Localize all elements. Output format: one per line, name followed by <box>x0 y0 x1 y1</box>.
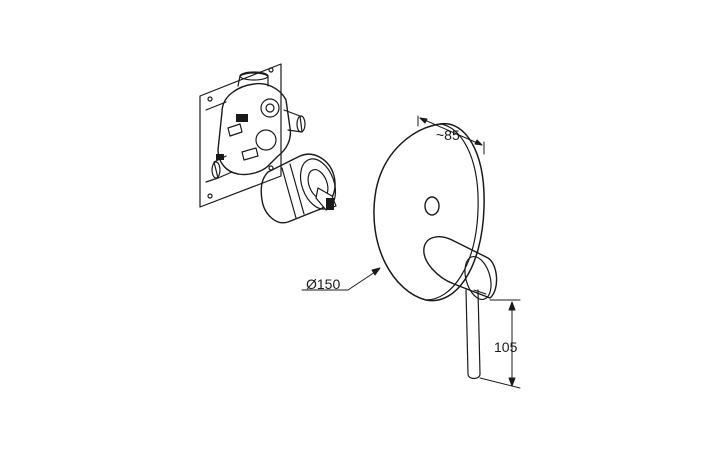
plate-hole <box>207 193 213 199</box>
plate-hole <box>268 67 274 73</box>
rough-in-valve-body <box>199 63 337 224</box>
outlet-right <box>283 109 303 133</box>
stop-screw <box>241 147 259 161</box>
housing-port <box>260 98 280 118</box>
plate-hole <box>207 96 213 102</box>
stop-screw <box>227 123 243 137</box>
extension-line <box>479 377 521 389</box>
housing-label <box>236 114 248 122</box>
cartridge-ring <box>289 163 305 215</box>
housing-label <box>216 154 224 160</box>
trim-plate-assembly <box>373 122 498 380</box>
plate-line <box>205 101 227 111</box>
dimension-label-diameter: Ø150 <box>306 276 341 292</box>
plate-line <box>205 177 219 183</box>
outlet-right-rim <box>296 115 306 133</box>
arrow-head <box>474 139 483 146</box>
cartridge-ring <box>281 167 297 219</box>
spindle-tip <box>326 198 334 210</box>
dimension-depth <box>417 115 485 155</box>
mixer-body <box>423 236 498 299</box>
arrow-head <box>508 377 516 387</box>
arrow-head <box>371 267 381 276</box>
arrow-head <box>508 301 516 311</box>
valve-housing <box>217 82 292 176</box>
housing-port <box>265 103 275 113</box>
mixer-body-face <box>464 255 492 301</box>
dimension-label-height: 105 <box>494 339 518 355</box>
cartridge <box>260 153 336 224</box>
dimension-diameter <box>301 267 381 291</box>
dimension-line <box>419 117 483 146</box>
mixer-lever <box>465 289 481 380</box>
housing-port <box>255 129 277 151</box>
dimension-height <box>479 299 521 389</box>
escutcheon-plate <box>373 122 485 302</box>
lever-axis <box>473 289 487 295</box>
mounting-plate <box>199 63 282 208</box>
escutcheon-plate-edge <box>425 123 479 301</box>
diverter-button <box>424 196 440 216</box>
arrow-head <box>419 117 428 124</box>
inlet-bottom-rim <box>211 161 221 179</box>
inlet-top-rim <box>239 71 269 81</box>
dimension-label-depth: ~85 <box>436 127 460 143</box>
leader-line <box>347 269 379 291</box>
